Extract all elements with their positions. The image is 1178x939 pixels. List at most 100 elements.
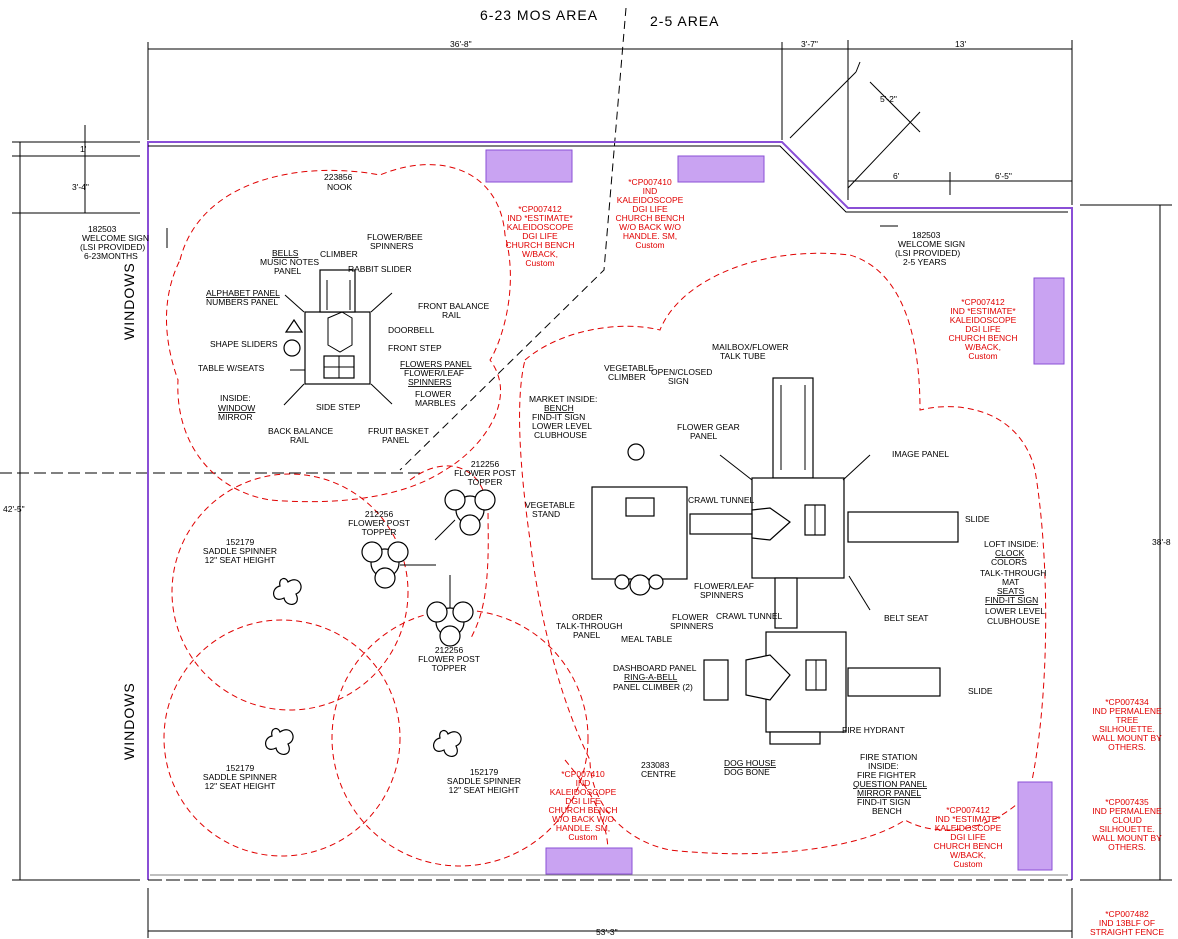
shape-slider-icon bbox=[283, 339, 301, 357]
welcome-sign-left: 182503 WELCOME SIGN (LSI PROVIDED) 6-23M… bbox=[80, 224, 168, 261]
svg-text:IND *ESTIMATE*: IND *ESTIMATE* bbox=[507, 213, 573, 223]
svg-text:2-5 YEARS: 2-5 YEARS bbox=[903, 257, 947, 267]
svg-text:COLORS: COLORS bbox=[991, 557, 1027, 567]
windows-label-lower: WINDOWS bbox=[121, 682, 137, 760]
svg-text:W/BACK,: W/BACK, bbox=[965, 342, 1001, 352]
svg-text:TOPPER: TOPPER bbox=[362, 527, 397, 537]
svg-text:W/O BACK W/O: W/O BACK W/O bbox=[619, 222, 681, 232]
svg-text:IMAGE PANEL: IMAGE PANEL bbox=[892, 449, 949, 459]
svg-text:WELCOME SIGN: WELCOME SIGN bbox=[82, 233, 149, 243]
svg-text:SEATS: SEATS bbox=[997, 586, 1025, 596]
svg-text:W/BACK,: W/BACK, bbox=[522, 249, 558, 259]
saddle-spinner-3 bbox=[433, 729, 462, 757]
svg-text:LOWER LEVEL: LOWER LEVEL bbox=[985, 606, 1045, 616]
svg-text:LOWER LEVEL: LOWER LEVEL bbox=[532, 421, 592, 431]
dashboard-panel bbox=[703, 659, 729, 701]
svg-text:INSIDE:: INSIDE: bbox=[220, 393, 251, 403]
dim-left-2: 3'-4" bbox=[72, 182, 89, 192]
svg-text:Custom: Custom bbox=[953, 859, 982, 869]
svg-text:IND 13BLF OF: IND 13BLF OF bbox=[1099, 918, 1155, 928]
svg-text:182503: 182503 bbox=[912, 230, 941, 240]
bench-bottom bbox=[545, 847, 633, 875]
svg-text:DOG HOUSE: DOG HOUSE bbox=[724, 758, 776, 768]
svg-text:SADDLE SPINNER: SADDLE SPINNER bbox=[447, 776, 521, 786]
svg-text:BACK BALANCE: BACK BALANCE bbox=[268, 426, 334, 436]
svg-text:WELCOME SIGN: WELCOME SIGN bbox=[898, 239, 965, 249]
svg-text:QUESTION PANEL: QUESTION PANEL bbox=[853, 779, 927, 789]
svg-text:KALEIDOSCOPE: KALEIDOSCOPE bbox=[550, 787, 617, 797]
svg-text:SIDE STEP: SIDE STEP bbox=[316, 402, 361, 412]
svg-text:CHURCH BENCH: CHURCH BENCH bbox=[616, 213, 685, 223]
svg-text:CLIMBER: CLIMBER bbox=[320, 249, 358, 259]
svg-text:PANEL CLIMBER (2): PANEL CLIMBER (2) bbox=[613, 682, 693, 692]
svg-text:Custom: Custom bbox=[568, 832, 597, 842]
svg-text:DGI LIFE: DGI LIFE bbox=[632, 204, 668, 214]
svg-text:SIGN: SIGN bbox=[668, 376, 689, 386]
svg-text:FLOWER GEAR: FLOWER GEAR bbox=[677, 422, 740, 432]
svg-text:*CP007435: *CP007435 bbox=[1105, 797, 1149, 807]
svg-text:INSIDE:: INSIDE: bbox=[868, 761, 899, 771]
svg-text:DASHBOARD PANEL: DASHBOARD PANEL bbox=[613, 663, 697, 673]
svg-text:FIND-IT SIGN: FIND-IT SIGN bbox=[985, 595, 1038, 605]
svg-text:SLIDE: SLIDE bbox=[965, 514, 990, 524]
svg-text:TREE: TREE bbox=[1116, 715, 1139, 725]
svg-text:TALK TUBE: TALK TUBE bbox=[720, 351, 766, 361]
svg-text:152179: 152179 bbox=[470, 767, 499, 777]
nook-structure bbox=[283, 269, 393, 406]
svg-text:IND PERMALENE: IND PERMALENE bbox=[1092, 706, 1162, 716]
svg-text:BELLS: BELLS bbox=[272, 248, 299, 258]
svg-text:DGI LIFE: DGI LIFE bbox=[950, 832, 986, 842]
svg-text:SPINNERS: SPINNERS bbox=[700, 590, 744, 600]
nook-climber bbox=[319, 269, 356, 313]
dim-diagonal: 5'-2" bbox=[880, 94, 897, 104]
spinner-zone-1 bbox=[171, 473, 409, 711]
svg-text:152179: 152179 bbox=[226, 763, 255, 773]
svg-text:OPEN/CLOSED: OPEN/CLOSED bbox=[651, 367, 712, 377]
svg-text:PANEL: PANEL bbox=[573, 630, 601, 640]
svg-text:FIRE FIGHTER: FIRE FIGHTER bbox=[857, 770, 916, 780]
svg-text:FIND-IT SIGN: FIND-IT SIGN bbox=[532, 412, 585, 422]
svg-text:NUMBERS PANEL: NUMBERS PANEL bbox=[206, 297, 278, 307]
room-walls bbox=[147, 141, 1073, 881]
svg-text:FIND-IT SIGN: FIND-IT SIGN bbox=[857, 797, 910, 807]
saddle-spinners bbox=[265, 577, 462, 757]
svg-text:LOFT INSIDE:: LOFT INSIDE: bbox=[984, 539, 1039, 549]
svg-text:SADDLE SPINNER: SADDLE SPINNER bbox=[203, 546, 277, 556]
saddle-spinner-1 bbox=[273, 577, 302, 605]
bench-top-mid bbox=[677, 155, 765, 183]
svg-text:MEAL TABLE: MEAL TABLE bbox=[621, 634, 673, 644]
svg-text:MIRROR PANEL: MIRROR PANEL bbox=[857, 788, 921, 798]
svg-text:*CP007434: *CP007434 bbox=[1105, 697, 1149, 707]
svg-text:SLIDE: SLIDE bbox=[968, 686, 993, 696]
dim-top-left: 36'-8" bbox=[450, 39, 472, 49]
bench-right-upper bbox=[1033, 277, 1065, 365]
svg-text:*CP007410: *CP007410 bbox=[561, 769, 605, 779]
svg-text:PANEL: PANEL bbox=[382, 435, 410, 445]
room-outline bbox=[147, 141, 1073, 880]
svg-text:IND *ESTIMATE*: IND *ESTIMATE* bbox=[935, 814, 1001, 824]
svg-text:TALK-THROUGH: TALK-THROUGH bbox=[556, 621, 622, 631]
svg-text:BENCH: BENCH bbox=[544, 403, 574, 413]
svg-text:FLOWER/BEE: FLOWER/BEE bbox=[367, 232, 423, 242]
bench-label-2: *CP007410 IND KALEIDOSCOPE DGI LIFE CHUR… bbox=[616, 177, 685, 250]
slide-lower bbox=[847, 667, 941, 697]
svg-text:SPINNERS: SPINNERS bbox=[408, 377, 452, 387]
bench-label-4: *CP007410 IND KALEIDOSCOPE DGI LIFE CHUR… bbox=[549, 769, 618, 842]
svg-text:KALEIDOSCOPE: KALEIDOSCOPE bbox=[950, 315, 1017, 325]
svg-text:182503: 182503 bbox=[88, 224, 117, 234]
svg-text:WINDOW: WINDOW bbox=[218, 403, 255, 413]
dim-bottom: 53'-3" bbox=[596, 927, 618, 937]
svg-text:BELT SEAT: BELT SEAT bbox=[884, 613, 928, 623]
svg-text:CLOCK: CLOCK bbox=[995, 548, 1025, 558]
svg-text:SILHOUETTE.: SILHOUETTE. bbox=[1099, 724, 1155, 734]
svg-text:FLOWER POST: FLOWER POST bbox=[454, 468, 516, 478]
svg-text:DGI LIFE: DGI LIFE bbox=[522, 231, 558, 241]
svg-text:MAILBOX/FLOWER: MAILBOX/FLOWER bbox=[712, 342, 789, 352]
svg-text:PANEL: PANEL bbox=[274, 266, 302, 276]
centre-structure bbox=[591, 377, 959, 745]
svg-text:IND PERMALENE: IND PERMALENE bbox=[1092, 806, 1162, 816]
svg-text:ORDER: ORDER bbox=[572, 612, 603, 622]
svg-text:CHURCH BENCH: CHURCH BENCH bbox=[549, 805, 618, 815]
nook-labels: 223856 NOOK BELLS MUSIC NOTES PANEL CLIM… bbox=[198, 172, 489, 445]
nook-use-zone bbox=[166, 164, 511, 503]
